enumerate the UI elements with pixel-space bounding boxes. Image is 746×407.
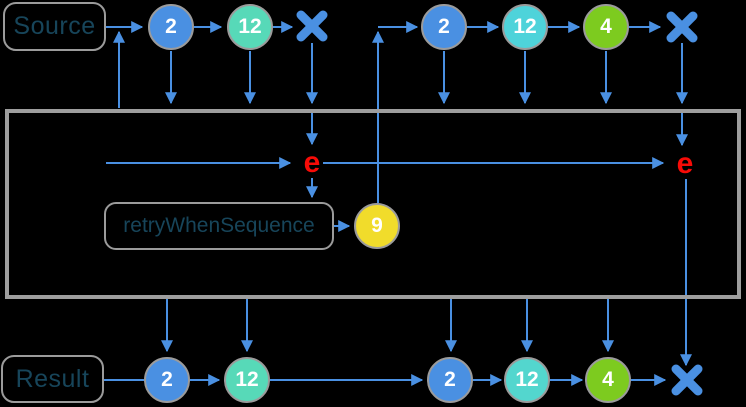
error-symbol-1: e <box>303 146 321 179</box>
marble-result1-12: 12 <box>224 357 270 403</box>
marble-source2-2: 2 <box>421 4 467 50</box>
marble-result2-12: 12 <box>504 357 550 403</box>
marble-result2-2: 2 <box>427 357 473 403</box>
source-label: Source <box>3 2 106 51</box>
marble-result2-4: 4 <box>585 357 631 403</box>
operator-name-box: retryWhenSequence <box>104 202 334 250</box>
marble-source2-12: 12 <box>502 4 548 50</box>
error-symbol-2: e <box>676 147 694 180</box>
marble-source1-12: 12 <box>227 4 273 50</box>
operator-container-box <box>5 109 741 299</box>
error-x-icon-source2 <box>664 9 700 45</box>
marble-result1-2: 2 <box>144 357 190 403</box>
marble-source1-2: 2 <box>148 4 194 50</box>
marble-retry-trigger-9: 9 <box>354 203 400 249</box>
result-label: Result <box>1 355 104 403</box>
marble-source2-4: 4 <box>583 4 629 50</box>
error-x-icon-result <box>669 362 705 398</box>
error-x-icon-source1 <box>294 8 330 44</box>
